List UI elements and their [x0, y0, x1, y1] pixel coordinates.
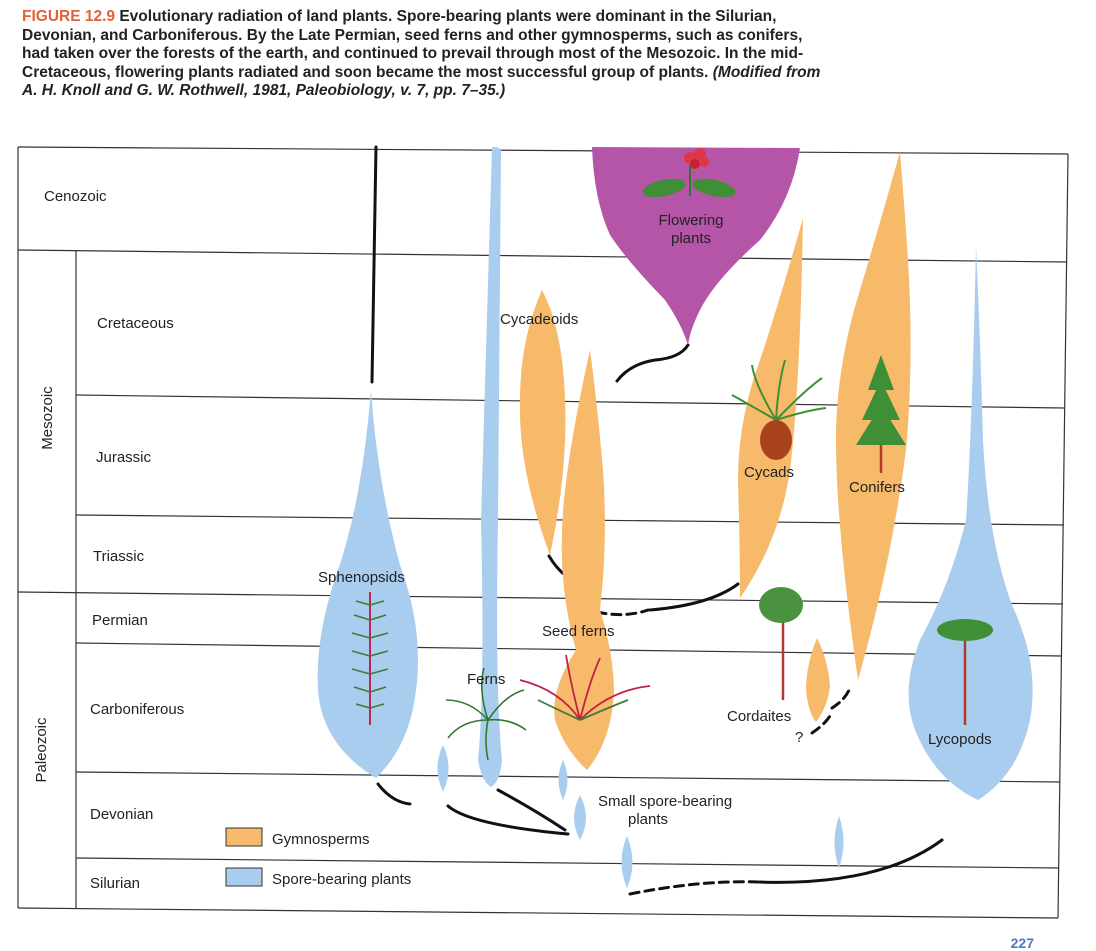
cordaites-lineage-shape: [806, 638, 830, 722]
cordaite-illustration: [759, 587, 803, 700]
era-paleozoic: Paleozoic: [33, 717, 50, 783]
fern-illustration: [445, 667, 527, 761]
spore-lineages: [317, 146, 1033, 888]
period-permian: Permian: [92, 612, 148, 629]
label-flowering-line1: Flowering: [658, 212, 723, 229]
seed-ferns-lineage-shape: [554, 350, 614, 770]
caption-text: Evolutionary radiation of land plants. S…: [22, 8, 804, 81]
small-spore-lens-3: [574, 795, 586, 840]
label-conifers: Conifers: [849, 479, 905, 496]
figure-label: FIGURE 12.9: [22, 8, 116, 25]
era-cenozoic: Cenozoic: [44, 188, 107, 205]
label-flowering-line2: plants: [671, 230, 711, 247]
period-silurian: Silurian: [90, 875, 140, 892]
period-cretaceous: Cretaceous: [97, 315, 174, 332]
period-devonian: Devonian: [90, 806, 153, 823]
cycad-illustration: [731, 359, 827, 460]
ferns-lineage-shape: [478, 146, 502, 787]
caption-citation: (Modified from A. H. Knoll and G. W. Rot…: [22, 63, 821, 100]
small-spore-lens-5: [834, 816, 844, 868]
legend-swatch-gymnosperms: [225, 827, 263, 847]
label-cycadeoids: Cycadeoids: [500, 311, 578, 328]
lycopods-lineage-shape: [908, 247, 1033, 800]
page-number: 227: [1010, 935, 1034, 951]
lycopod-illustration: [937, 619, 993, 725]
lineage-lines: [370, 145, 944, 896]
small-spore-lens-4: [621, 836, 633, 888]
period-triassic: Triassic: [93, 548, 145, 565]
flowering-plant-illustration: [642, 148, 736, 198]
legend-label-gymnosperms: Gymnosperms: [272, 831, 370, 848]
label-lycopods: Lycopods: [928, 731, 992, 748]
period-jurassic: Jurassic: [96, 449, 152, 466]
label-small-spore-line2: plants: [628, 811, 668, 828]
label-ferns: Ferns: [467, 671, 505, 688]
label-cordaites: Cordaites: [727, 708, 791, 725]
cycads-lineage-shape: [738, 218, 803, 598]
period-carboniferous: Carboniferous: [90, 701, 184, 718]
seed-fern-illustration: [519, 654, 651, 721]
conifer-illustration: [856, 355, 906, 473]
flowering-plants-lineage-shape: [592, 147, 800, 345]
small-spore-lens-1: [437, 745, 449, 792]
label-seed-ferns: Seed ferns: [542, 623, 615, 640]
label-small-spore-line1: Small spore-bearing: [598, 793, 732, 810]
legend-swatch-spore-bearing: [225, 867, 263, 887]
legend: Gymnosperms Spore-bearing plants: [225, 827, 411, 888]
era-mesozoic: Mesozoic: [39, 386, 56, 450]
label-sphenopsids: Sphenopsids: [318, 569, 405, 586]
legend-label-spore-bearing: Spore-bearing plants: [272, 871, 411, 888]
cycadeoids-lineage-shape: [519, 290, 566, 555]
figure-caption: FIGURE 12.9 Evolutionary radiation of la…: [22, 8, 832, 101]
label-cordaites-question: ?: [795, 729, 803, 746]
small-spore-lens-2: [558, 760, 568, 800]
label-cycads: Cycads: [744, 464, 794, 481]
sphenopsid-illustration: [351, 592, 389, 725]
sphenopsids-lineage-shape: [317, 390, 418, 778]
